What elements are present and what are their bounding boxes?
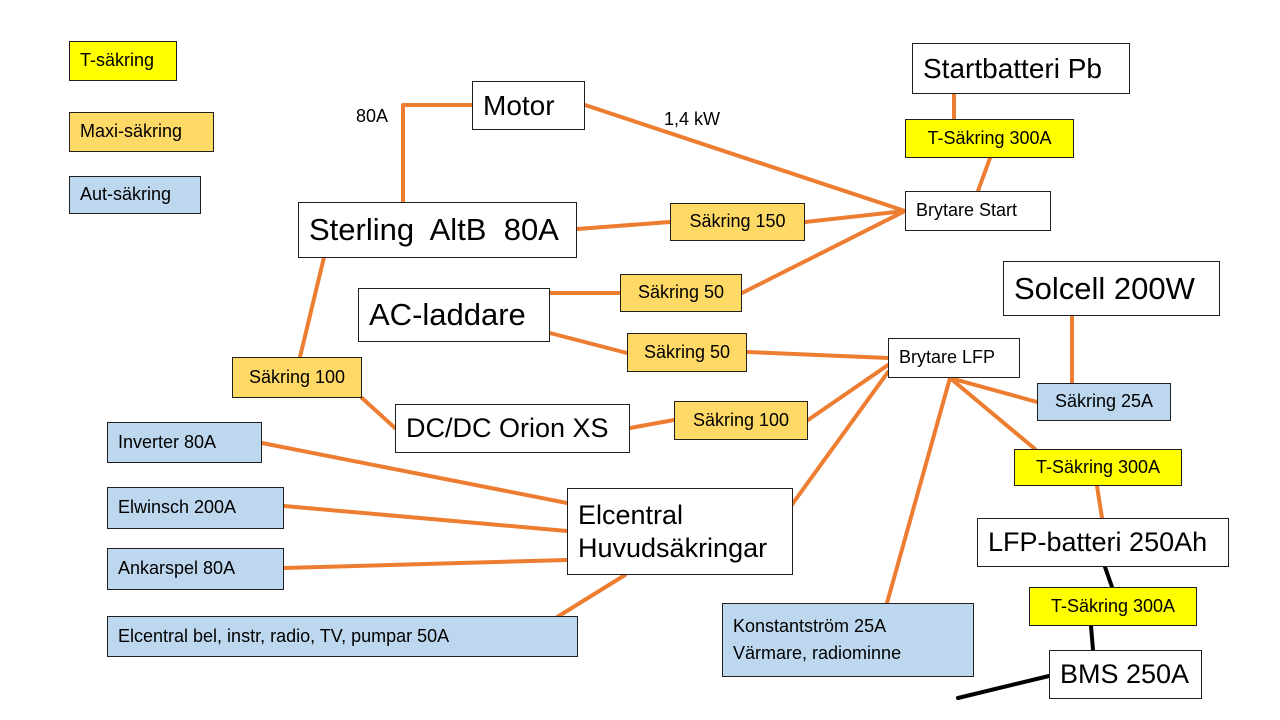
- sterling-altb: Sterling AltB 80A: [298, 202, 577, 258]
- legend-aut-sakring: Aut-säkring: [69, 176, 201, 214]
- lfp-batteri-label: LFP-batteri 250Ah: [988, 527, 1208, 558]
- legend-maxi-sakring-label: Maxi-säkring: [80, 121, 183, 142]
- sterling-label: Sterling AltB 80A: [309, 212, 559, 248]
- wire-alt-to-sakring150: [575, 220, 672, 231]
- brytare-lfp: Brytare LFP: [888, 338, 1020, 378]
- konstant-line2: Värmare, radiominne: [733, 643, 902, 663]
- wire-sakring150-to-brytare-start: [803, 209, 907, 224]
- wire-tfuse-to-bms-black: [1089, 624, 1095, 652]
- dcdc-orion: DC/DC Orion XS: [395, 404, 630, 453]
- consumer-konstantstrom: Konstantström 25A Värmare, radiominne: [722, 603, 974, 677]
- wire-ankarspel-to-elcentral: [282, 558, 569, 570]
- legend-maxi-sakring: Maxi-säkring: [69, 112, 214, 152]
- elcentral-huvudsakringar: Elcentral Huvudsäkringar: [567, 488, 793, 575]
- fuse-t-start-label: T-Säkring 300A: [927, 127, 1052, 148]
- wire-dcdc-to-sakring100: [628, 418, 676, 430]
- wire-brytare-lfp-to-tfuse: [948, 376, 1037, 451]
- fuse-t-bms-label: T-Säkring 300A: [1050, 595, 1176, 616]
- wire-brytare-lfp-to-sakring25: [948, 376, 1039, 404]
- startbatteri-label: Startbatteri Pb: [923, 52, 1102, 84]
- wire-bms-out-black: [956, 674, 1051, 700]
- solcell-label: Solcell 200W: [1014, 270, 1195, 306]
- legend-t-sakring: T-säkring: [69, 41, 177, 81]
- ac-laddare-label: AC-laddare: [369, 297, 526, 333]
- wire-sakring100-to-brytare-lfp: [806, 363, 890, 422]
- bms: BMS 250A: [1049, 650, 1202, 699]
- startbatteri-pb: Startbatteri Pb: [912, 43, 1130, 94]
- inverter-label: Inverter 80A: [118, 431, 217, 452]
- wire-inverter-to-elcentral: [260, 441, 569, 505]
- wire-brytare-lfp-to-konstant: [885, 376, 952, 605]
- wire-ac-to-sakring50-lfp: [548, 331, 629, 355]
- ac-laddare: AC-laddare: [358, 288, 550, 342]
- fuse-t-lfp-label: T-Säkring 300A: [1035, 456, 1161, 477]
- fuse-sakring-50-ac-start: Säkring 50: [620, 274, 742, 312]
- consumer-elwinsch: Elwinsch 200A: [107, 487, 284, 529]
- legend-t-sakring-label: T-säkring: [80, 50, 155, 71]
- fuse-t-start: T-Säkring 300A: [905, 119, 1074, 158]
- brytare-start-label: Brytare Start: [916, 200, 1018, 221]
- wire-sakring100-to-dcdc: [360, 396, 397, 430]
- elcentral-bel-label: Elcentral bel, instr, radio, TV, pumpar …: [118, 625, 450, 646]
- wire-sakring50-to-brytare-lfp: [745, 350, 890, 360]
- consumer-ankarspel: Ankarspel 80A: [107, 548, 284, 590]
- lfp-batteri: LFP-batteri 250Ah: [977, 518, 1229, 567]
- fuse-sakring-50-ac-lfp: Säkring 50: [627, 333, 747, 372]
- wire-sakring50-to-brytare-start: [740, 209, 907, 295]
- legend-aut-sakring-label: Aut-säkring: [80, 184, 172, 205]
- fuse-sakring-150-label: Säkring 150: [689, 211, 786, 232]
- fuse-t-lfp: T-Säkring 300A: [1014, 449, 1182, 486]
- consumer-elcentral-bel: Elcentral bel, instr, radio, TV, pumpar …: [107, 616, 578, 657]
- wire-lfp-to-tfuse-black: [1103, 565, 1114, 589]
- brytare-start: Brytare Start: [905, 191, 1051, 231]
- fuse-sakring-25a: Säkring 25A: [1037, 383, 1171, 421]
- wire-elwinsch-to-elcentral: [282, 504, 569, 533]
- fuse-sakring-100-dcdc-label: Säkring 100: [692, 409, 790, 430]
- solcell: Solcell 200W: [1003, 261, 1220, 316]
- annotation-1-4kw: 1,4 kW: [664, 109, 721, 129]
- wire-tfuse-to-lfp-batteri: [1095, 484, 1104, 520]
- fuse-sakring-100-alt-label: Säkring 100: [248, 366, 346, 387]
- fuse-t-bms: T-Säkring 300A: [1029, 587, 1197, 626]
- fuse-sakring-25a-label: Säkring 25A: [1054, 391, 1154, 412]
- fuse-sakring-50-lfp-label: Säkring 50: [643, 341, 731, 362]
- consumer-inverter: Inverter 80A: [107, 422, 262, 463]
- elcentral-line2: Huvudsäkringar: [578, 532, 768, 563]
- konstant-line1: Konstantström 25A: [733, 616, 887, 636]
- fuse-sakring-100-alt: Säkring 100: [232, 357, 362, 398]
- fuse-sakring-50-start-label: Säkring 50: [637, 282, 725, 303]
- motor: Motor: [472, 81, 585, 130]
- wire-alt-to-sakring100: [298, 251, 327, 359]
- fuse-sakring-150: Säkring 150: [670, 203, 805, 241]
- wire-tfuse-to-brytare-start: [976, 156, 992, 193]
- ankarspel-label: Ankarspel 80A: [118, 558, 236, 579]
- elwinsch-label: Elwinsch 200A: [118, 497, 237, 518]
- elcentral-line1: Elcentral: [578, 500, 684, 531]
- bms-label: BMS 250A: [1060, 659, 1190, 690]
- motor-label: Motor: [483, 89, 555, 121]
- annotation-80a: 80A: [356, 106, 389, 126]
- brytare-lfp-label: Brytare LFP: [899, 347, 996, 368]
- dcdc-label: DC/DC Orion XS: [406, 413, 609, 444]
- wire-brytare-lfp-to-elcentral: [786, 370, 890, 512]
- wire-motor-to-brytare-start: [583, 103, 907, 213]
- fuse-sakring-100-dcdc: Säkring 100: [674, 401, 808, 440]
